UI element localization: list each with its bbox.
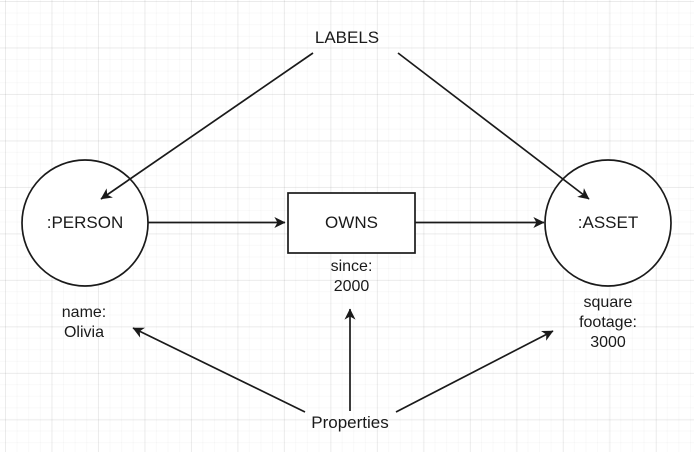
- properties-caption: Properties: [311, 413, 389, 432]
- person-property-line-1: name:: [61, 304, 107, 321]
- relationship-owns-label: OWNS: [325, 213, 378, 232]
- person-property-label: name: Olivia: [20, 303, 148, 343]
- connector-labels-to-asset: [397, 52, 590, 200]
- person-property-line-2: Olivia: [63, 324, 104, 341]
- connector-properties-to-asset-property: [395, 330, 554, 413]
- connector-properties-to-person-property: [132, 327, 306, 413]
- node-person-label: :PERSON: [46, 213, 124, 232]
- node-asset-label: :ASSET: [577, 213, 639, 232]
- relationship-property-line-2: 2000: [333, 278, 370, 295]
- connector-labels-to-person: [100, 52, 314, 200]
- node-asset-circle[interactable]: [544, 159, 672, 287]
- asset-property-line-2: footage:: [579, 314, 637, 331]
- relationship-property-line-1: since:: [330, 258, 373, 275]
- asset-property-line-3: 3000: [590, 334, 626, 351]
- relationship-owns-box[interactable]: [287, 192, 416, 254]
- asset-property-label: square footage: 3000: [544, 293, 672, 353]
- labels-title: LABELS: [314, 28, 380, 47]
- relationship-property-label: since: 2000: [288, 257, 415, 297]
- asset-property-line-1: square: [583, 294, 633, 311]
